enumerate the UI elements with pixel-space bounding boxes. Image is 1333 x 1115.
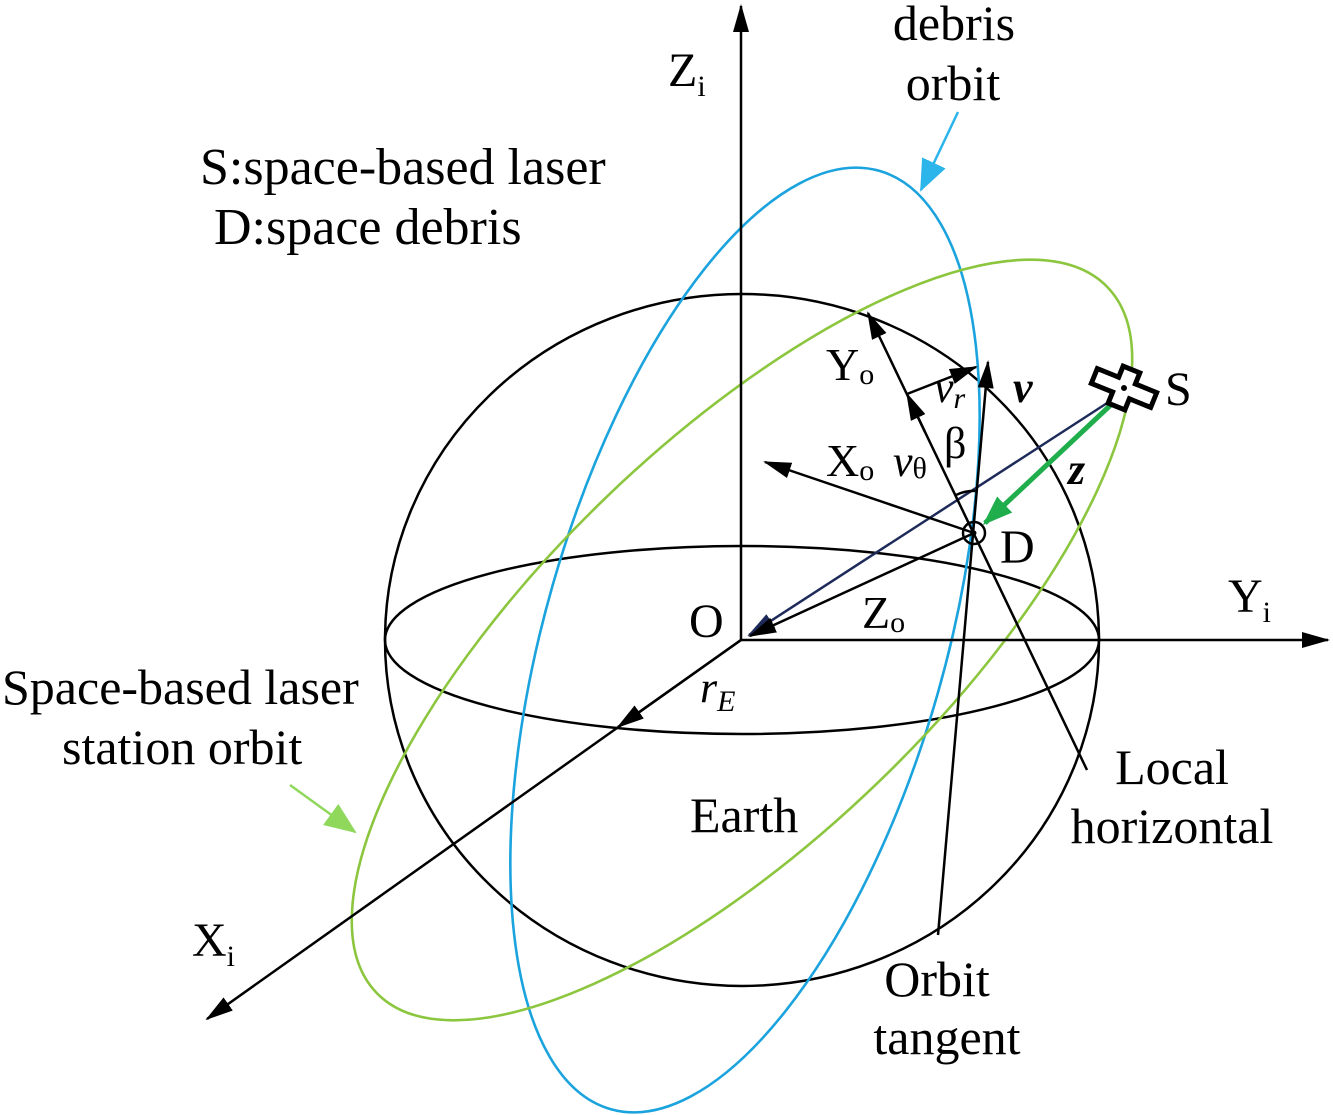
yo-axis-label: Yo xyxy=(826,339,874,391)
beta-label: β xyxy=(944,419,966,468)
vtheta-label: vθ xyxy=(893,437,927,486)
yo-axis-local-horizontal xyxy=(866,311,1089,771)
legend-line-debris: D:space debris xyxy=(214,199,522,256)
yi-subscript: i xyxy=(1263,596,1271,629)
debris-orbit-label-line-2: orbit xyxy=(906,55,1001,111)
zo-letter: Z xyxy=(862,587,890,638)
earth-radius-arrow xyxy=(616,638,742,729)
debris-point xyxy=(961,520,987,546)
velocity-label: v xyxy=(1013,363,1033,412)
xo-subscript: o xyxy=(859,454,874,487)
beta-angle-arc xyxy=(955,489,978,497)
debris-orbit xyxy=(509,166,981,1114)
xo-letter: X xyxy=(826,435,859,486)
debris-orbit-label-line-1: debris xyxy=(893,0,1015,51)
vr-letter: v xyxy=(934,363,954,412)
yo-subscript: o xyxy=(859,358,874,391)
satellite-icon xyxy=(1088,362,1160,414)
vr-subscript: r xyxy=(954,382,966,415)
origin-label: O xyxy=(689,595,724,648)
vtheta-arrow xyxy=(905,392,927,433)
laser-station-orbit xyxy=(350,258,1134,1022)
zi-axis-label: Zi xyxy=(668,44,706,103)
vr-arrow xyxy=(906,365,978,396)
zo-subscript: o xyxy=(890,606,905,639)
orbit-tangent-velocity-arrow xyxy=(936,360,994,936)
z-vector-label: z xyxy=(1066,445,1085,494)
zi-subscript: i xyxy=(697,70,705,103)
local-horizontal-label-line-2: horizontal xyxy=(1071,798,1274,854)
zi-letter: Z xyxy=(668,44,697,97)
earth-radius-letter: r xyxy=(700,663,718,712)
yi-letter: Y xyxy=(1228,570,1263,623)
earth-radius-label: rE xyxy=(700,663,735,718)
laser-station-label: S xyxy=(1165,363,1192,416)
orbit-tangent-label-line-1: Orbit xyxy=(884,951,990,1007)
laser-to-origin-line xyxy=(747,394,1119,637)
legend-line-laser: S:space-based laser xyxy=(200,139,606,196)
debris-orbit-pointer-arrow xyxy=(919,111,960,192)
vr-label: vr xyxy=(934,363,966,415)
vtheta-subscript: θ xyxy=(913,452,927,485)
laser-orbit-pointer-arrow xyxy=(289,783,357,834)
vtheta-letter: v xyxy=(893,437,913,486)
yo-letter: Y xyxy=(826,339,859,390)
local-horizontal-label-line-1: Local xyxy=(1115,739,1229,795)
earth-label: Earth xyxy=(690,787,798,843)
laser-orbit-label-line-1: Space-based laser xyxy=(2,659,359,715)
z-vector-arrow xyxy=(982,398,1118,526)
xo-axis-label: Xo xyxy=(826,435,874,487)
yi-axis-label: Yi xyxy=(1228,570,1271,629)
xo-axis xyxy=(763,460,975,535)
debris-label: D xyxy=(1000,521,1035,574)
xi-letter: X xyxy=(192,914,227,967)
zo-axis xyxy=(748,531,975,638)
earth-radius-subscript: E xyxy=(716,685,735,718)
laser-orbit-label-line-2: station orbit xyxy=(62,719,302,775)
orbit-tangent-label-line-2: tangent xyxy=(873,1009,1020,1065)
xi-axis-label: Xi xyxy=(192,914,235,973)
zo-axis-label: Zo xyxy=(862,587,905,639)
xi-subscript: i xyxy=(227,940,235,973)
